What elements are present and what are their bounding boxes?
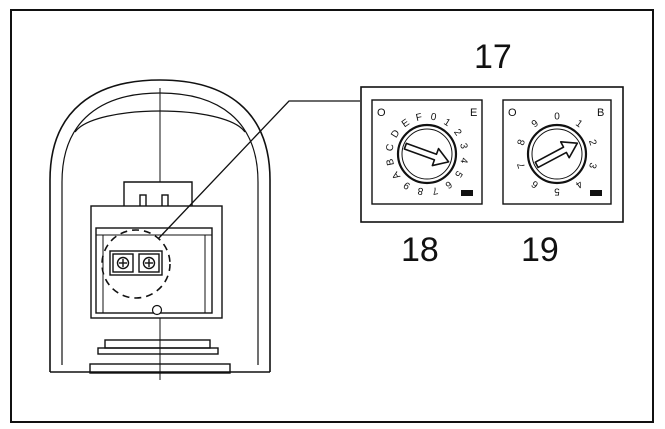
rotary-18-digit-8: 8 [416, 184, 424, 196]
rotary-18-digit-6: 6 [442, 178, 453, 190]
housing-top-tab [123, 181, 193, 209]
screw-hole [151, 304, 163, 316]
rotary-18-corner-right: E [470, 107, 477, 119]
rotary-19-arrow-pointer [534, 141, 579, 169]
rotary-18-digit-2: 2 [451, 127, 463, 138]
rotary-19-digit-ring: 0 12 34 5 67 89 [516, 112, 599, 197]
rotary-switch-19: O B 0 12 34 5 67 89 [502, 99, 612, 205]
callout-18: 18 [401, 231, 439, 269]
rotary-18-marker [461, 190, 473, 196]
callout-17: 17 [474, 38, 512, 76]
rotary-19-digit-5: 5 [554, 186, 560, 197]
rotary-18-digit-F: F [415, 112, 423, 124]
rotary-18-digit-C: C [385, 143, 397, 152]
rotary-18-digit-3: 3 [457, 142, 469, 150]
rotary-18-digit-B: B [385, 157, 397, 166]
rotary-19-corner-right: B [597, 107, 604, 119]
switch-highlight-circle [101, 229, 171, 299]
rotary-19-marker [590, 190, 602, 196]
rotary-19-digit-2: 2 [586, 138, 598, 147]
rotary-18-digit-7: 7 [431, 184, 439, 196]
rotary-19-digit-3: 3 [586, 161, 598, 170]
diagram-frame [10, 9, 654, 423]
rotary-19-digit-8: 8 [516, 138, 528, 147]
rotary-18-digit-4: 4 [457, 157, 469, 165]
rotary-19-digit-7: 7 [516, 161, 528, 170]
rotary-18-digit-5: 5 [452, 169, 465, 180]
rotary-18-arrow-pointer [403, 142, 450, 167]
rotary-19-digit-0: 0 [554, 112, 560, 123]
rotary-19-corner-left: O [508, 107, 517, 119]
rotary-18-digit-9: 9 [401, 179, 412, 192]
rotary-18-digit-0: 0 [430, 112, 438, 124]
housing-switch-pair [109, 250, 163, 276]
rotary-19-digit-1: 1 [573, 118, 584, 130]
housing-base [89, 339, 231, 374]
callout-leader-line [157, 100, 360, 240]
rotary-19-digit-6: 6 [529, 178, 540, 190]
rotary-19-digit-9: 9 [530, 118, 541, 130]
rotary-18-corner-left: O [377, 107, 386, 119]
rotary-18-digit-1: 1 [442, 117, 453, 130]
rotary-19-digit-4: 4 [573, 178, 584, 190]
callout-19: 19 [521, 231, 559, 269]
